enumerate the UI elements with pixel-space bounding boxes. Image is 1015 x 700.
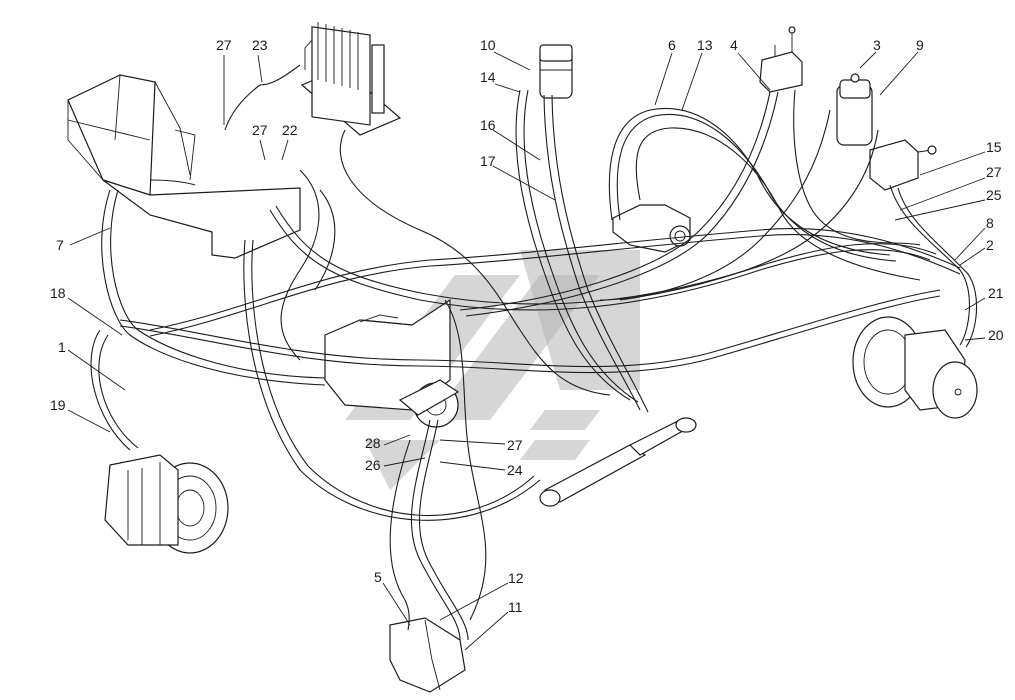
callout-13: 13 <box>697 37 713 53</box>
right-wheel-motor <box>852 316 978 419</box>
callout-27-upper-left: 27 <box>216 37 232 53</box>
hydraulic-cylinder <box>539 417 697 507</box>
callout-18: 18 <box>50 285 66 301</box>
callout-5: 5 <box>374 569 382 585</box>
callout-20: 20 <box>988 327 1004 343</box>
callout-27-center: 27 <box>507 437 523 453</box>
callout-27-tank: 27 <box>252 122 268 138</box>
callout-17: 17 <box>480 153 496 169</box>
leader-lines <box>67 51 986 651</box>
callout-21: 21 <box>988 285 1004 301</box>
callout-19: 19 <box>50 397 66 413</box>
callout-12: 12 <box>508 570 524 586</box>
callout-6: 6 <box>668 37 676 53</box>
brake-valve-block <box>869 139 937 191</box>
callout-7: 7 <box>56 237 64 253</box>
callout-27-right: 27 <box>986 164 1002 180</box>
callout-1: 1 <box>58 339 66 355</box>
callout-14: 14 <box>480 69 496 85</box>
callout-11: 11 <box>508 599 523 615</box>
hose-bundle <box>90 64 978 641</box>
callout-3: 3 <box>873 37 881 53</box>
callout-labels: 1 2 3 4 5 6 7 8 9 10 11 12 13 14 15 16 1… <box>50 37 1004 615</box>
pressure-filter <box>836 73 873 146</box>
callout-23: 23 <box>252 37 268 53</box>
callout-8: 8 <box>986 215 994 231</box>
callout-16: 16 <box>480 117 496 133</box>
callout-24: 24 <box>507 462 523 478</box>
main-pump <box>324 298 460 428</box>
callout-15: 15 <box>986 139 1002 155</box>
callout-2: 2 <box>986 237 994 253</box>
rear-motor <box>389 617 466 693</box>
callout-28: 28 <box>365 435 381 451</box>
control-valve-block <box>759 26 803 93</box>
callout-10: 10 <box>480 37 496 53</box>
callout-9: 9 <box>916 37 924 53</box>
callout-26: 26 <box>365 457 381 473</box>
left-wheel-motor <box>104 454 229 554</box>
return-filter <box>539 44 573 99</box>
callout-25: 25 <box>986 187 1002 203</box>
callout-22: 22 <box>282 122 298 138</box>
oil-cooler <box>300 22 402 136</box>
callout-4: 4 <box>730 37 738 53</box>
steering-motor <box>612 204 691 253</box>
hydraulic-tank <box>67 74 301 259</box>
